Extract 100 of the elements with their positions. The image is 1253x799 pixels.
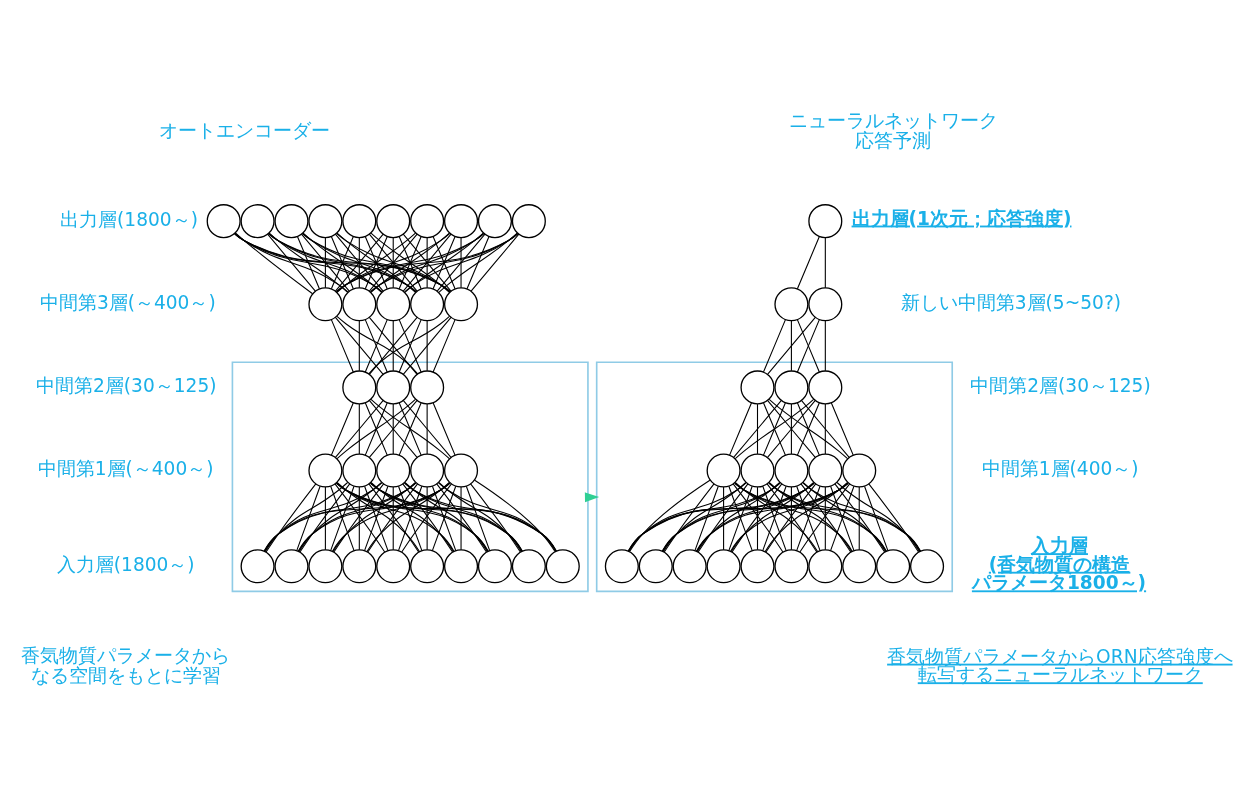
connector (392, 486, 394, 550)
connector (824, 486, 826, 550)
connector (796, 318, 820, 372)
connector (436, 482, 487, 553)
node-circle (444, 548, 479, 583)
connector (768, 482, 921, 552)
node-circle (376, 369, 411, 404)
label: 香気物質パラメータからなる空間をもとに学習 (21, 644, 231, 686)
connector (369, 482, 557, 552)
node-circle (511, 203, 546, 238)
connector (364, 485, 389, 551)
node-circle (342, 286, 377, 321)
connector (802, 481, 887, 552)
connector (470, 482, 521, 553)
connector (790, 403, 792, 454)
connector (368, 399, 418, 458)
connector (392, 319, 394, 371)
connector (830, 485, 855, 551)
connector (694, 485, 719, 551)
connector (368, 316, 418, 375)
connector (397, 485, 423, 551)
cluster (595, 360, 954, 592)
node-circle (376, 286, 411, 321)
connector (368, 233, 418, 292)
label: 中間第1層(400～) (981, 457, 1139, 479)
connector (370, 482, 523, 552)
connector (398, 318, 422, 372)
connector (733, 399, 782, 458)
connector (426, 319, 428, 371)
label: 中間第2層(30～125) (970, 374, 1151, 396)
connector (265, 482, 317, 553)
connector (824, 403, 826, 454)
connector (762, 318, 786, 372)
connector (267, 233, 316, 292)
connector (324, 486, 326, 550)
node-circle (545, 548, 580, 583)
connector (364, 401, 388, 456)
connector (330, 318, 354, 372)
node-circle (672, 548, 707, 583)
connector (431, 485, 457, 551)
connector (299, 482, 351, 553)
connector (370, 232, 450, 293)
connector (264, 481, 349, 552)
connector (696, 481, 815, 552)
connector (402, 233, 452, 292)
connector (404, 481, 488, 552)
connector (392, 403, 394, 454)
connector (460, 236, 462, 288)
node-circle (477, 203, 512, 238)
connector (723, 486, 725, 550)
connector (330, 401, 354, 456)
connector (268, 232, 417, 292)
node-circle (342, 369, 377, 404)
connector (868, 482, 920, 553)
connector (663, 482, 715, 553)
connector (358, 486, 360, 550)
node-circle (376, 203, 411, 238)
connector (756, 486, 759, 550)
connector (336, 398, 416, 459)
connector (729, 401, 752, 456)
node-circle (876, 548, 911, 583)
connector (466, 235, 490, 289)
label: 中間第1層(～400～) (37, 457, 214, 479)
connector (402, 399, 452, 458)
connector (336, 232, 485, 292)
connector (402, 316, 452, 375)
connector (426, 486, 428, 550)
node-circle (808, 286, 843, 321)
connector (336, 482, 523, 552)
connector (470, 233, 520, 292)
node-circle (240, 203, 275, 238)
connector (336, 232, 451, 292)
connector (426, 236, 428, 288)
connector (790, 486, 792, 550)
connector (330, 485, 355, 551)
connector (296, 485, 321, 551)
connector (768, 481, 887, 552)
label: 中間第3層(～400～) (39, 291, 216, 313)
node-circle (808, 369, 843, 404)
connector (358, 319, 360, 371)
connector (734, 398, 815, 459)
node-circle (444, 203, 479, 238)
connector (734, 482, 922, 552)
connector (334, 399, 384, 458)
connector (796, 235, 820, 289)
node-circle (308, 548, 343, 583)
connector (297, 235, 320, 289)
connector (335, 482, 557, 551)
connector (370, 481, 489, 552)
connector (234, 231, 314, 294)
connector (358, 403, 360, 454)
connector (403, 482, 557, 552)
connector (767, 316, 816, 375)
node-circle (774, 453, 809, 488)
connector (300, 233, 350, 292)
connector (728, 485, 753, 551)
connector (696, 481, 781, 552)
connector (392, 236, 394, 288)
connector (460, 486, 462, 550)
connector (364, 235, 388, 289)
